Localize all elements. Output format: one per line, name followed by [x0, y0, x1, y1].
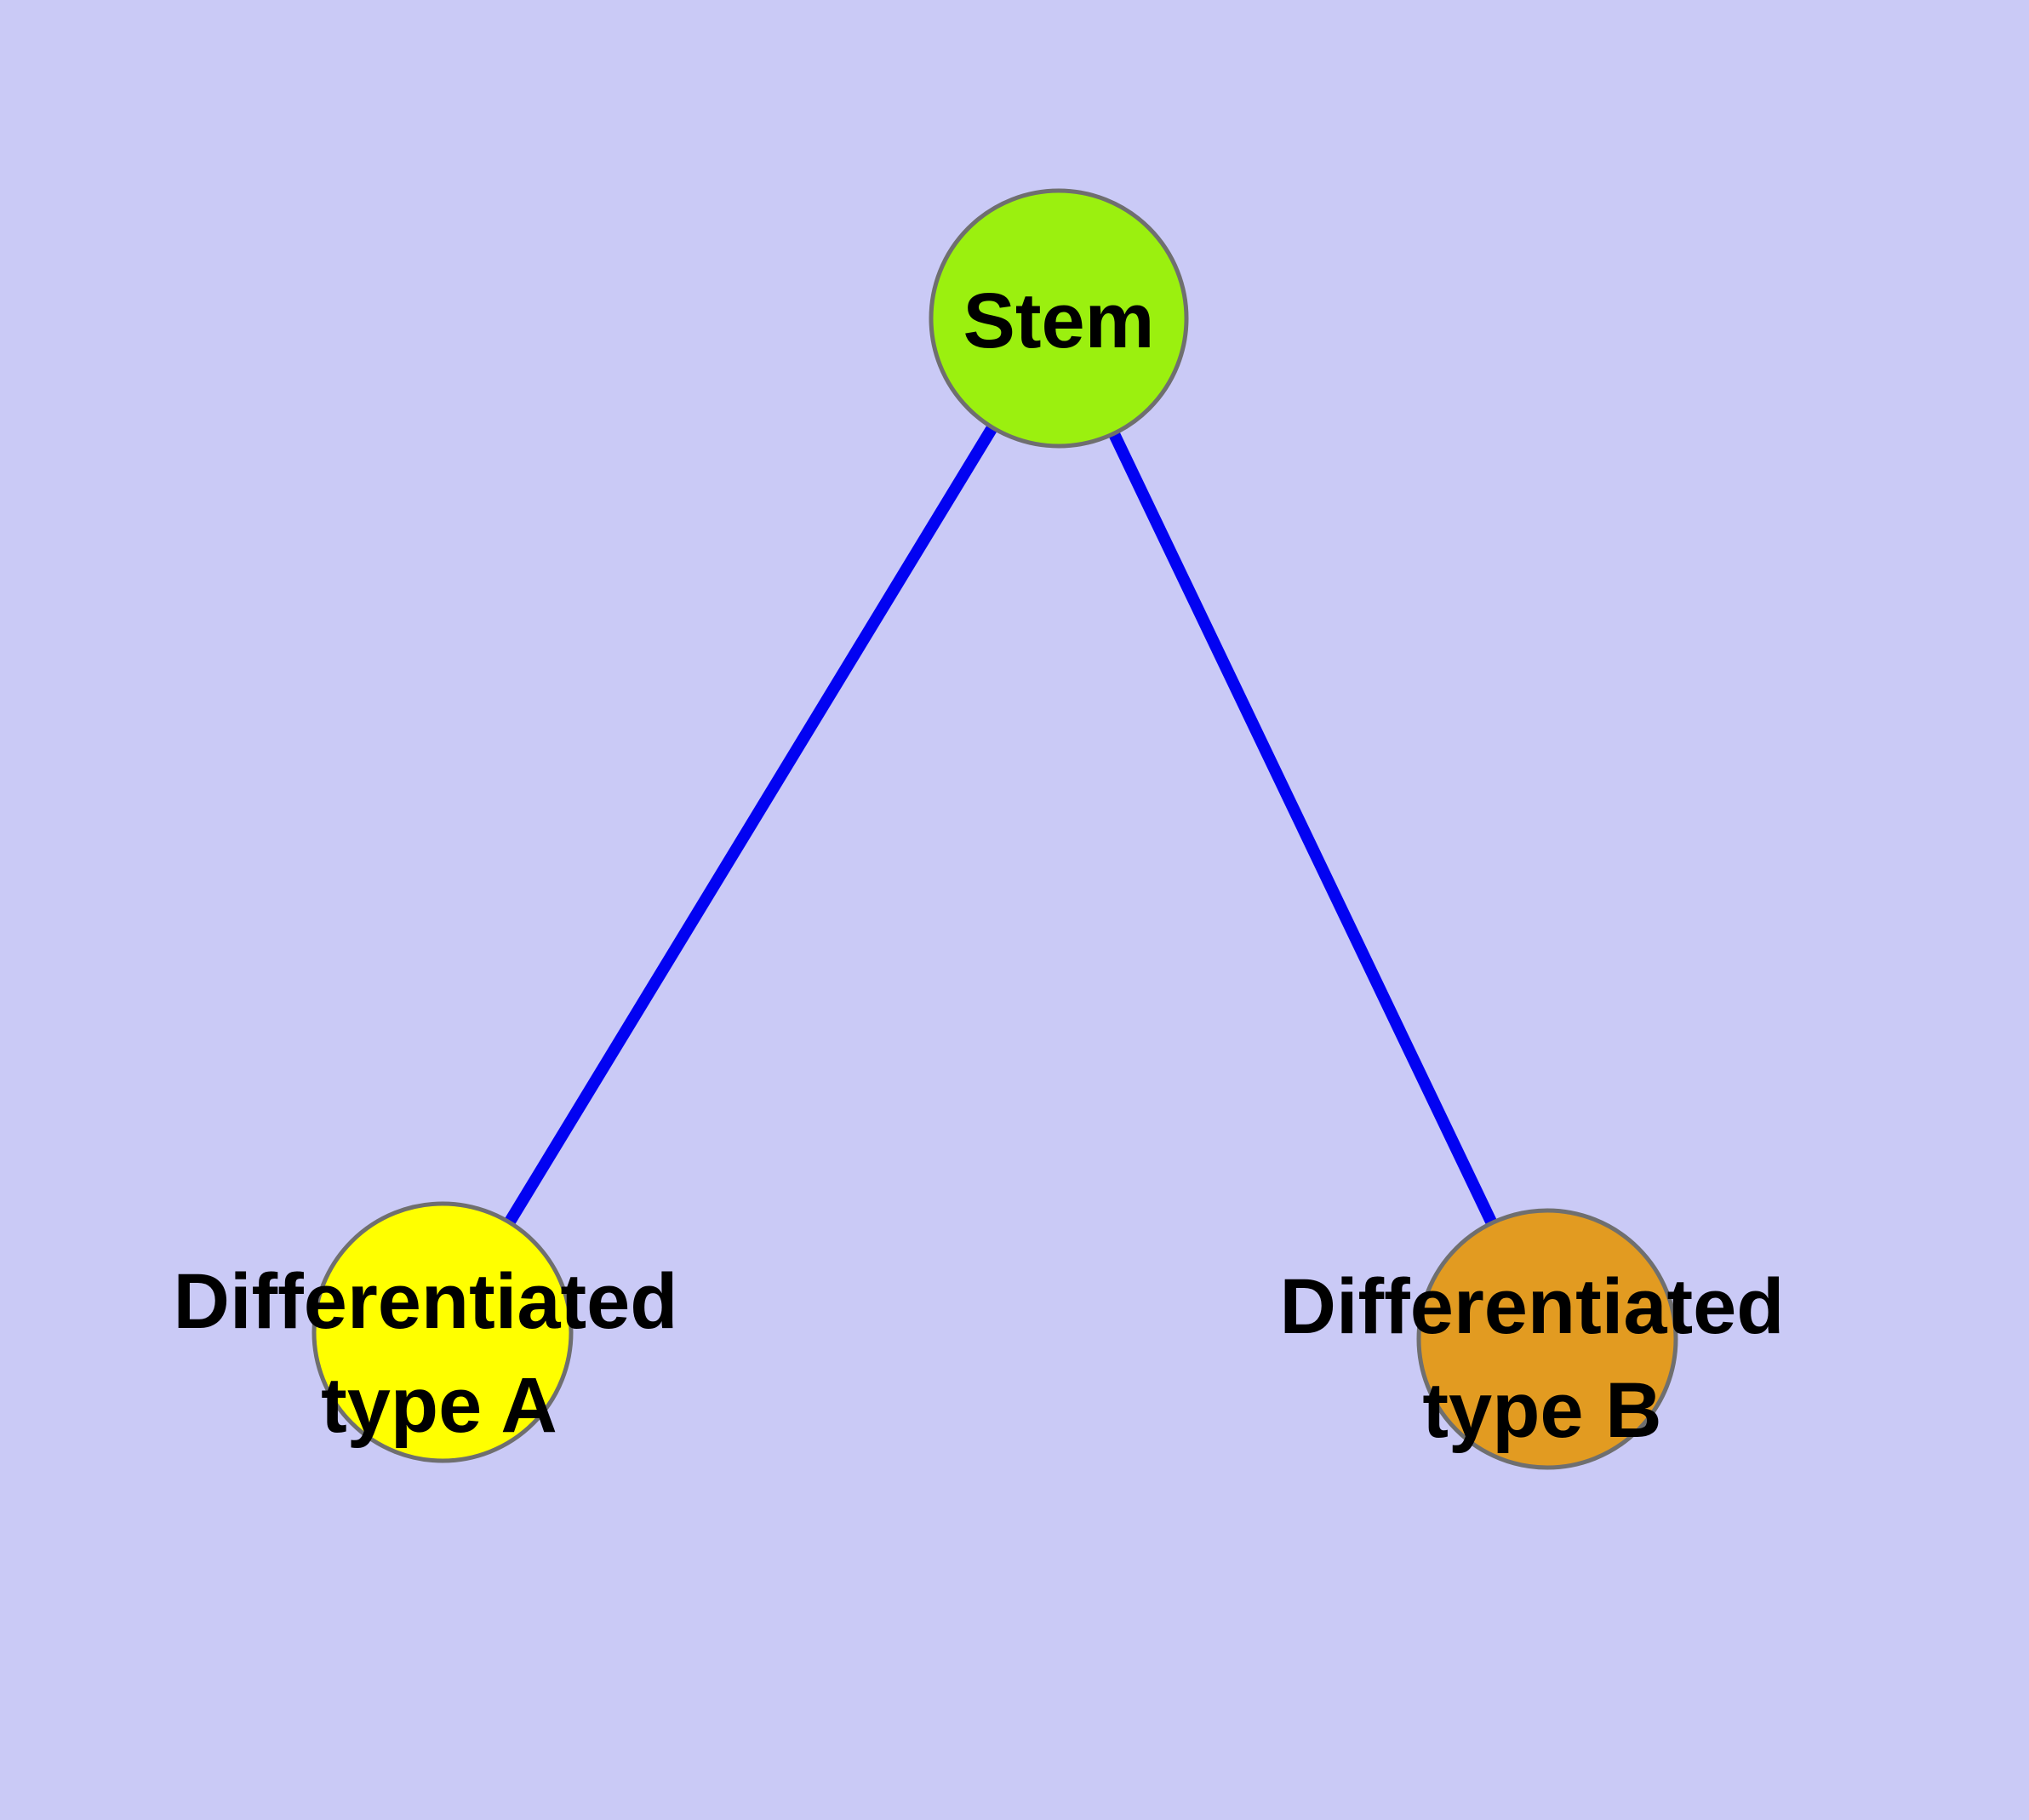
node-stem	[929, 188, 1189, 449]
node-differentiated-type-a	[311, 1201, 574, 1463]
edge-stem-to-type-b	[1053, 315, 1553, 1342]
node-differentiated-type-b	[1416, 1208, 1678, 1470]
node-stem-label: Stem	[963, 278, 1155, 364]
node-type-a-label-line2: type A	[321, 1362, 557, 1449]
node-type-b-label-line1: Differentiated	[1280, 1263, 1785, 1350]
node-type-a-label-line1: Differentiated	[174, 1258, 678, 1345]
node-type-b-label-line2: type B	[1422, 1367, 1661, 1454]
edge-stem-to-type-a	[437, 315, 1064, 1336]
